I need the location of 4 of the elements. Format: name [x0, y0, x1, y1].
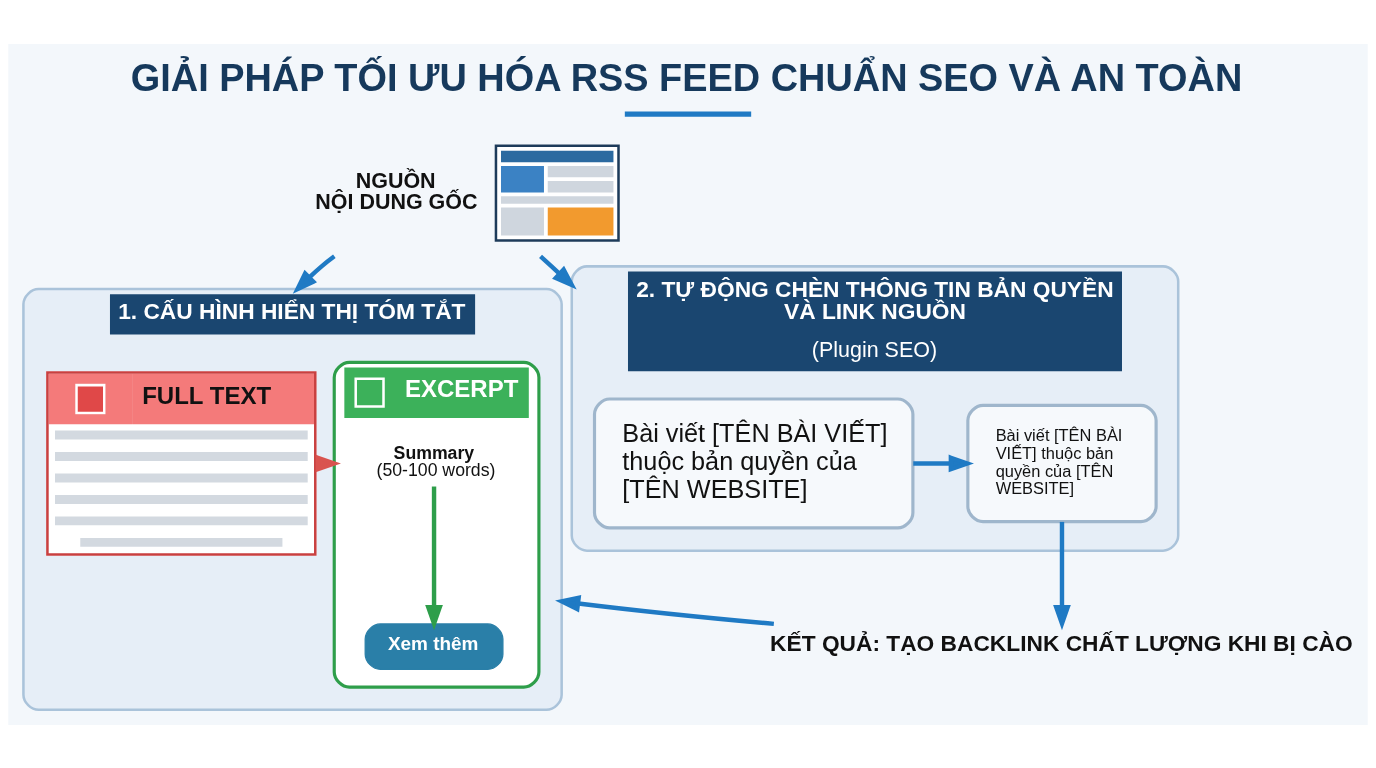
node-label: NGUỒN NỘI DUNG GỐC — [315, 168, 478, 214]
node-text: KẾT QUẢ: TẠO BACKLINK CHẤT LƯỢNG KHI BỊ CÀO — [770, 629, 1353, 656]
diagram-title: GIẢI PHÁP TỐI ƯU HÓA RSS FEED CHUẨN SEO VÀ AN TOÀN — [130, 56, 1243, 99]
node-text: Summary (50-100 words) — [376, 442, 496, 480]
